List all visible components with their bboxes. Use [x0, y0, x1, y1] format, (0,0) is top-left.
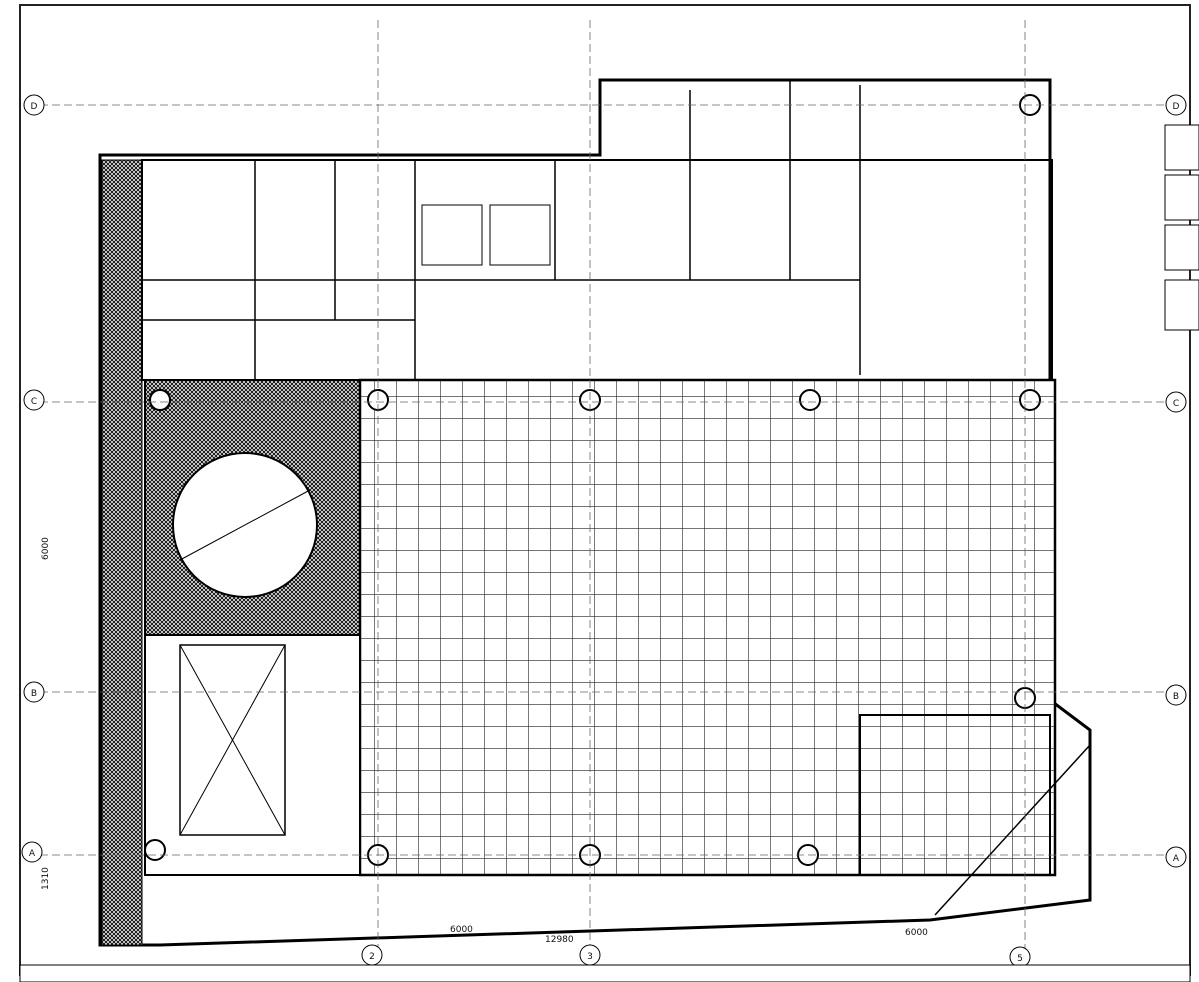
room-box-2	[489, 204, 551, 266]
title-block	[19, 964, 1191, 982]
svg-text:C: C	[31, 397, 37, 407]
column-marker-2: 2	[361, 944, 383, 966]
row-marker-d: D D	[23, 94, 1187, 116]
void-x2	[179, 644, 286, 836]
svg-text:2: 2	[369, 952, 375, 962]
svg-text:5: 5	[1017, 954, 1023, 964]
column-marker-3: 3	[579, 944, 601, 966]
lower-right-diagonal	[934, 744, 1091, 916]
lower-right-room	[859, 714, 1051, 876]
dim-bottom-total: 12980	[545, 935, 574, 945]
dim-bottom-right: 6000	[905, 928, 928, 938]
column-marker-5: 5	[1009, 946, 1031, 968]
svg-text:B: B	[31, 689, 37, 699]
upper-rooms-band	[141, 159, 1053, 381]
svg-text:3: 3	[587, 952, 593, 962]
upper-room-partitions	[142, 80, 861, 380]
dim-left-a: 1310	[41, 867, 51, 890]
dim-left-b: 6000	[41, 537, 51, 560]
room-box-1	[421, 204, 483, 266]
left-wall-hatch	[101, 159, 143, 946]
row-marker-a: A A	[21, 841, 1187, 868]
svg-text:B: B	[1173, 692, 1179, 702]
svg-text:C: C	[1173, 399, 1179, 409]
legend-boxes	[1164, 124, 1199, 331]
svg-text:D: D	[1173, 102, 1180, 112]
row-marker-b: B B	[23, 681, 1187, 706]
row-marker-c: C C	[23, 389, 1187, 413]
svg-text:A: A	[29, 849, 36, 859]
svg-text:D: D	[31, 102, 38, 112]
svg-text:A: A	[1173, 854, 1180, 864]
axis-lines	[40, 20, 1170, 955]
dim-bottom-left: 6000	[450, 925, 473, 935]
circle-diagonal	[179, 489, 311, 561]
main-hall-grid	[358, 378, 1057, 877]
